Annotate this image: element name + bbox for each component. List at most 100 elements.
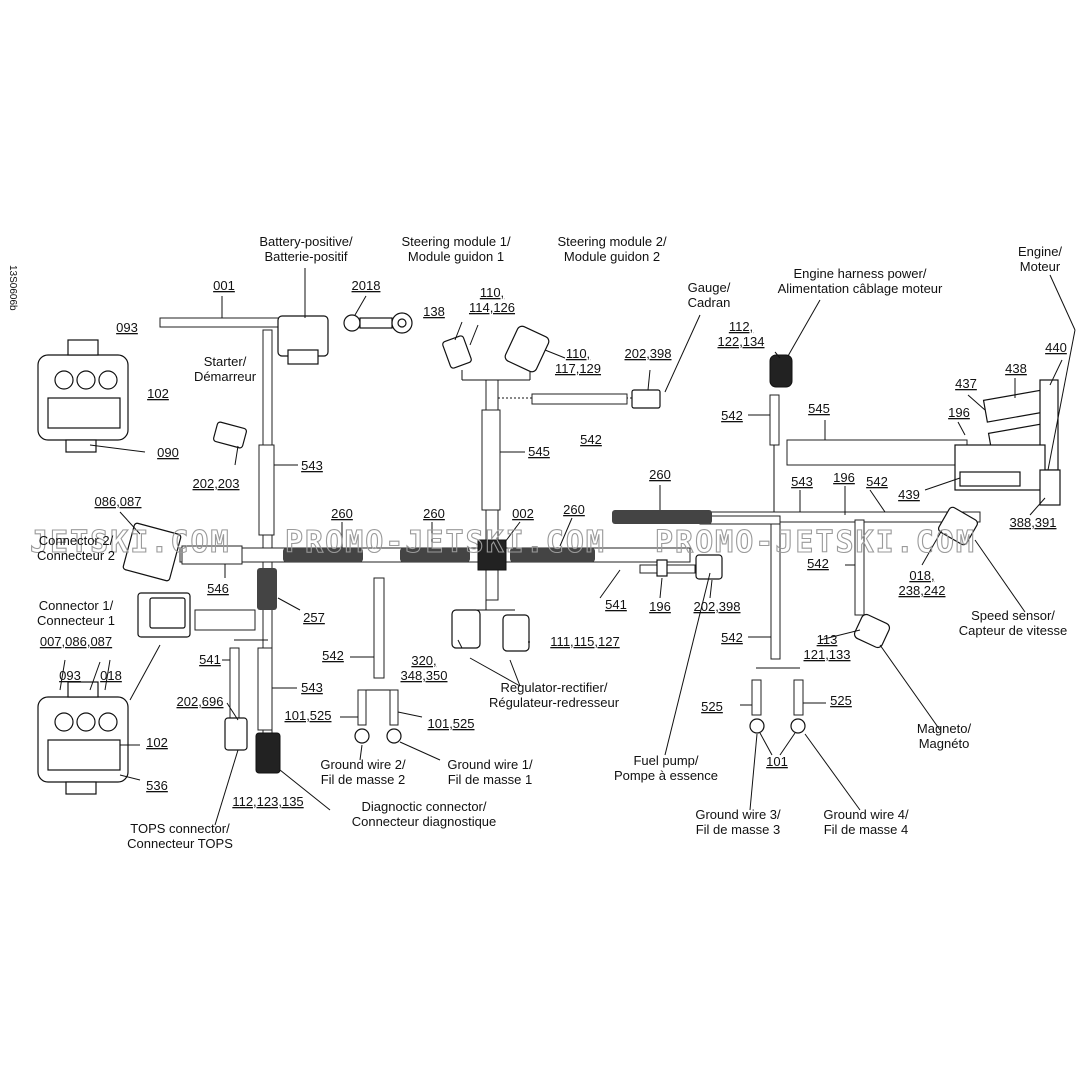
convoluted-tube-left <box>283 548 363 562</box>
c542a: 542 <box>580 432 602 447</box>
c260c: 260 <box>563 502 585 517</box>
c111: 111,115,127 <box>550 634 619 649</box>
convoluted-tube-right <box>612 510 712 524</box>
regulator: Regulator-rectifier/Régulateur-redresseu… <box>489 680 620 710</box>
connector-face-top <box>37 339 129 453</box>
conn1: Connector 1/Connecteur 1 <box>37 598 115 628</box>
starter: Starter/Démarreur <box>194 354 257 384</box>
steering-module-1-connector <box>442 335 472 369</box>
harness-main-trunk <box>159 317 981 751</box>
engine_power: Engine harness power/Alimentation câblag… <box>778 266 943 296</box>
ground1: Ground wire 1/Fil de masse 1 <box>447 757 533 787</box>
c110b: 110,117,129 <box>555 346 601 376</box>
c202_696: 202,696 <box>177 694 224 709</box>
gauge: Gauge/Cadran <box>688 280 731 310</box>
c093b: 093 <box>59 668 81 683</box>
c320: 320,348,350 <box>401 653 448 683</box>
c542d: 542 <box>807 556 829 571</box>
speed: Speed sensor/Capteur de vitesse <box>959 608 1067 638</box>
c102b: 102 <box>146 735 168 750</box>
figure-code: 13S0606b <box>7 265 18 311</box>
c438: 438 <box>1005 361 1027 376</box>
c440: 440 <box>1045 340 1067 355</box>
c543b: 543 <box>301 458 323 473</box>
c196c: 196 <box>649 599 671 614</box>
c543a: 543 <box>791 474 813 489</box>
magneto-connector <box>853 613 891 649</box>
leader-lines <box>59 268 1076 826</box>
c093a: 093 <box>116 320 138 335</box>
watermark-2: PROMO-JETSKI.COM <box>285 525 606 560</box>
c525a: 525 <box>701 699 723 714</box>
connector-1 <box>137 592 191 638</box>
battery-positive-terminal <box>277 312 413 365</box>
convoluted-tube-middle <box>400 548 470 562</box>
c541a: 541 <box>605 597 627 612</box>
connector-face-bottom <box>37 681 129 795</box>
c525b: 525 <box>830 693 852 708</box>
c101_525b: 101,525 <box>428 716 475 731</box>
c536: 536 <box>146 778 168 793</box>
c545a: 545 <box>808 401 830 416</box>
regulator-rectifier-connectors <box>451 609 530 652</box>
c018: 018,238,242 <box>899 568 946 598</box>
c542f: 542 <box>721 630 743 645</box>
steering-module-2-connector <box>504 325 550 373</box>
c101: 101 <box>766 754 788 769</box>
c018b: 018 <box>100 668 122 683</box>
c202_398b: 202,398 <box>694 599 741 614</box>
c196b: 196 <box>833 470 855 485</box>
c101_525a: 101,525 <box>285 708 332 723</box>
c002: 002 <box>512 506 534 521</box>
engine-harness-power-connector <box>769 354 793 388</box>
engine-connector-group <box>954 379 1061 506</box>
gauge-connector <box>631 389 661 409</box>
c196a: 196 <box>948 405 970 420</box>
c257: 257 <box>303 610 325 625</box>
c439: 439 <box>898 487 920 502</box>
junction-002 <box>477 539 507 571</box>
ground-eyelet-3 <box>749 718 765 734</box>
c138: 138 <box>423 304 445 319</box>
c2018: 2018 <box>352 278 381 293</box>
tops: TOPS connector/Connecteur TOPS <box>127 821 233 851</box>
c112: 112,122,134 <box>718 319 765 349</box>
c542e: 542 <box>322 648 344 663</box>
watermark-1: JETSKI.COM <box>30 525 231 560</box>
magneto: Magneto/Magnéto <box>917 721 972 751</box>
ground-eyelet-2 <box>354 728 370 744</box>
c437: 437 <box>955 376 977 391</box>
c543c: 543 <box>301 680 323 695</box>
starter-connector <box>212 421 248 449</box>
battery: Battery-positive/Batterie-positif <box>259 234 353 264</box>
ground3: Ground wire 3/Fil de masse 3 <box>695 807 781 837</box>
c202_398a: 202,398 <box>625 346 672 361</box>
c545b: 545 <box>528 444 550 459</box>
speed-sensor-connector <box>938 506 978 546</box>
c260b: 260 <box>423 506 445 521</box>
c007: 007,086,087 <box>40 634 112 649</box>
ground-eyelet-1 <box>386 728 402 744</box>
steer2: Steering module 2/Module guidon 2 <box>557 234 667 264</box>
c090: 090 <box>157 445 179 460</box>
convoluted-tube-center <box>510 548 595 562</box>
connector-2 <box>122 522 182 582</box>
ground2: Ground wire 2/Fil de masse 2 <box>320 757 406 787</box>
c202_203: 202,203 <box>193 476 240 491</box>
convoluted-tube-vertical <box>257 568 277 610</box>
c542c: 542 <box>866 474 888 489</box>
c001: 001 <box>213 278 235 293</box>
c102a: 102 <box>147 386 169 401</box>
connector-196 <box>656 559 668 577</box>
tops-connector <box>224 717 248 751</box>
ground-eyelet-4 <box>790 718 806 734</box>
steer1: Steering module 1/Module guidon 1 <box>401 234 511 264</box>
fuelpump: Fuel pump/Pompe à essence <box>614 753 718 783</box>
c086: 086,087 <box>95 494 142 509</box>
c260a: 260 <box>331 506 353 521</box>
c110: 110,114,126 <box>469 285 515 315</box>
c388: 388,391 <box>1010 515 1057 530</box>
engine: Engine/Moteur <box>1018 244 1062 274</box>
